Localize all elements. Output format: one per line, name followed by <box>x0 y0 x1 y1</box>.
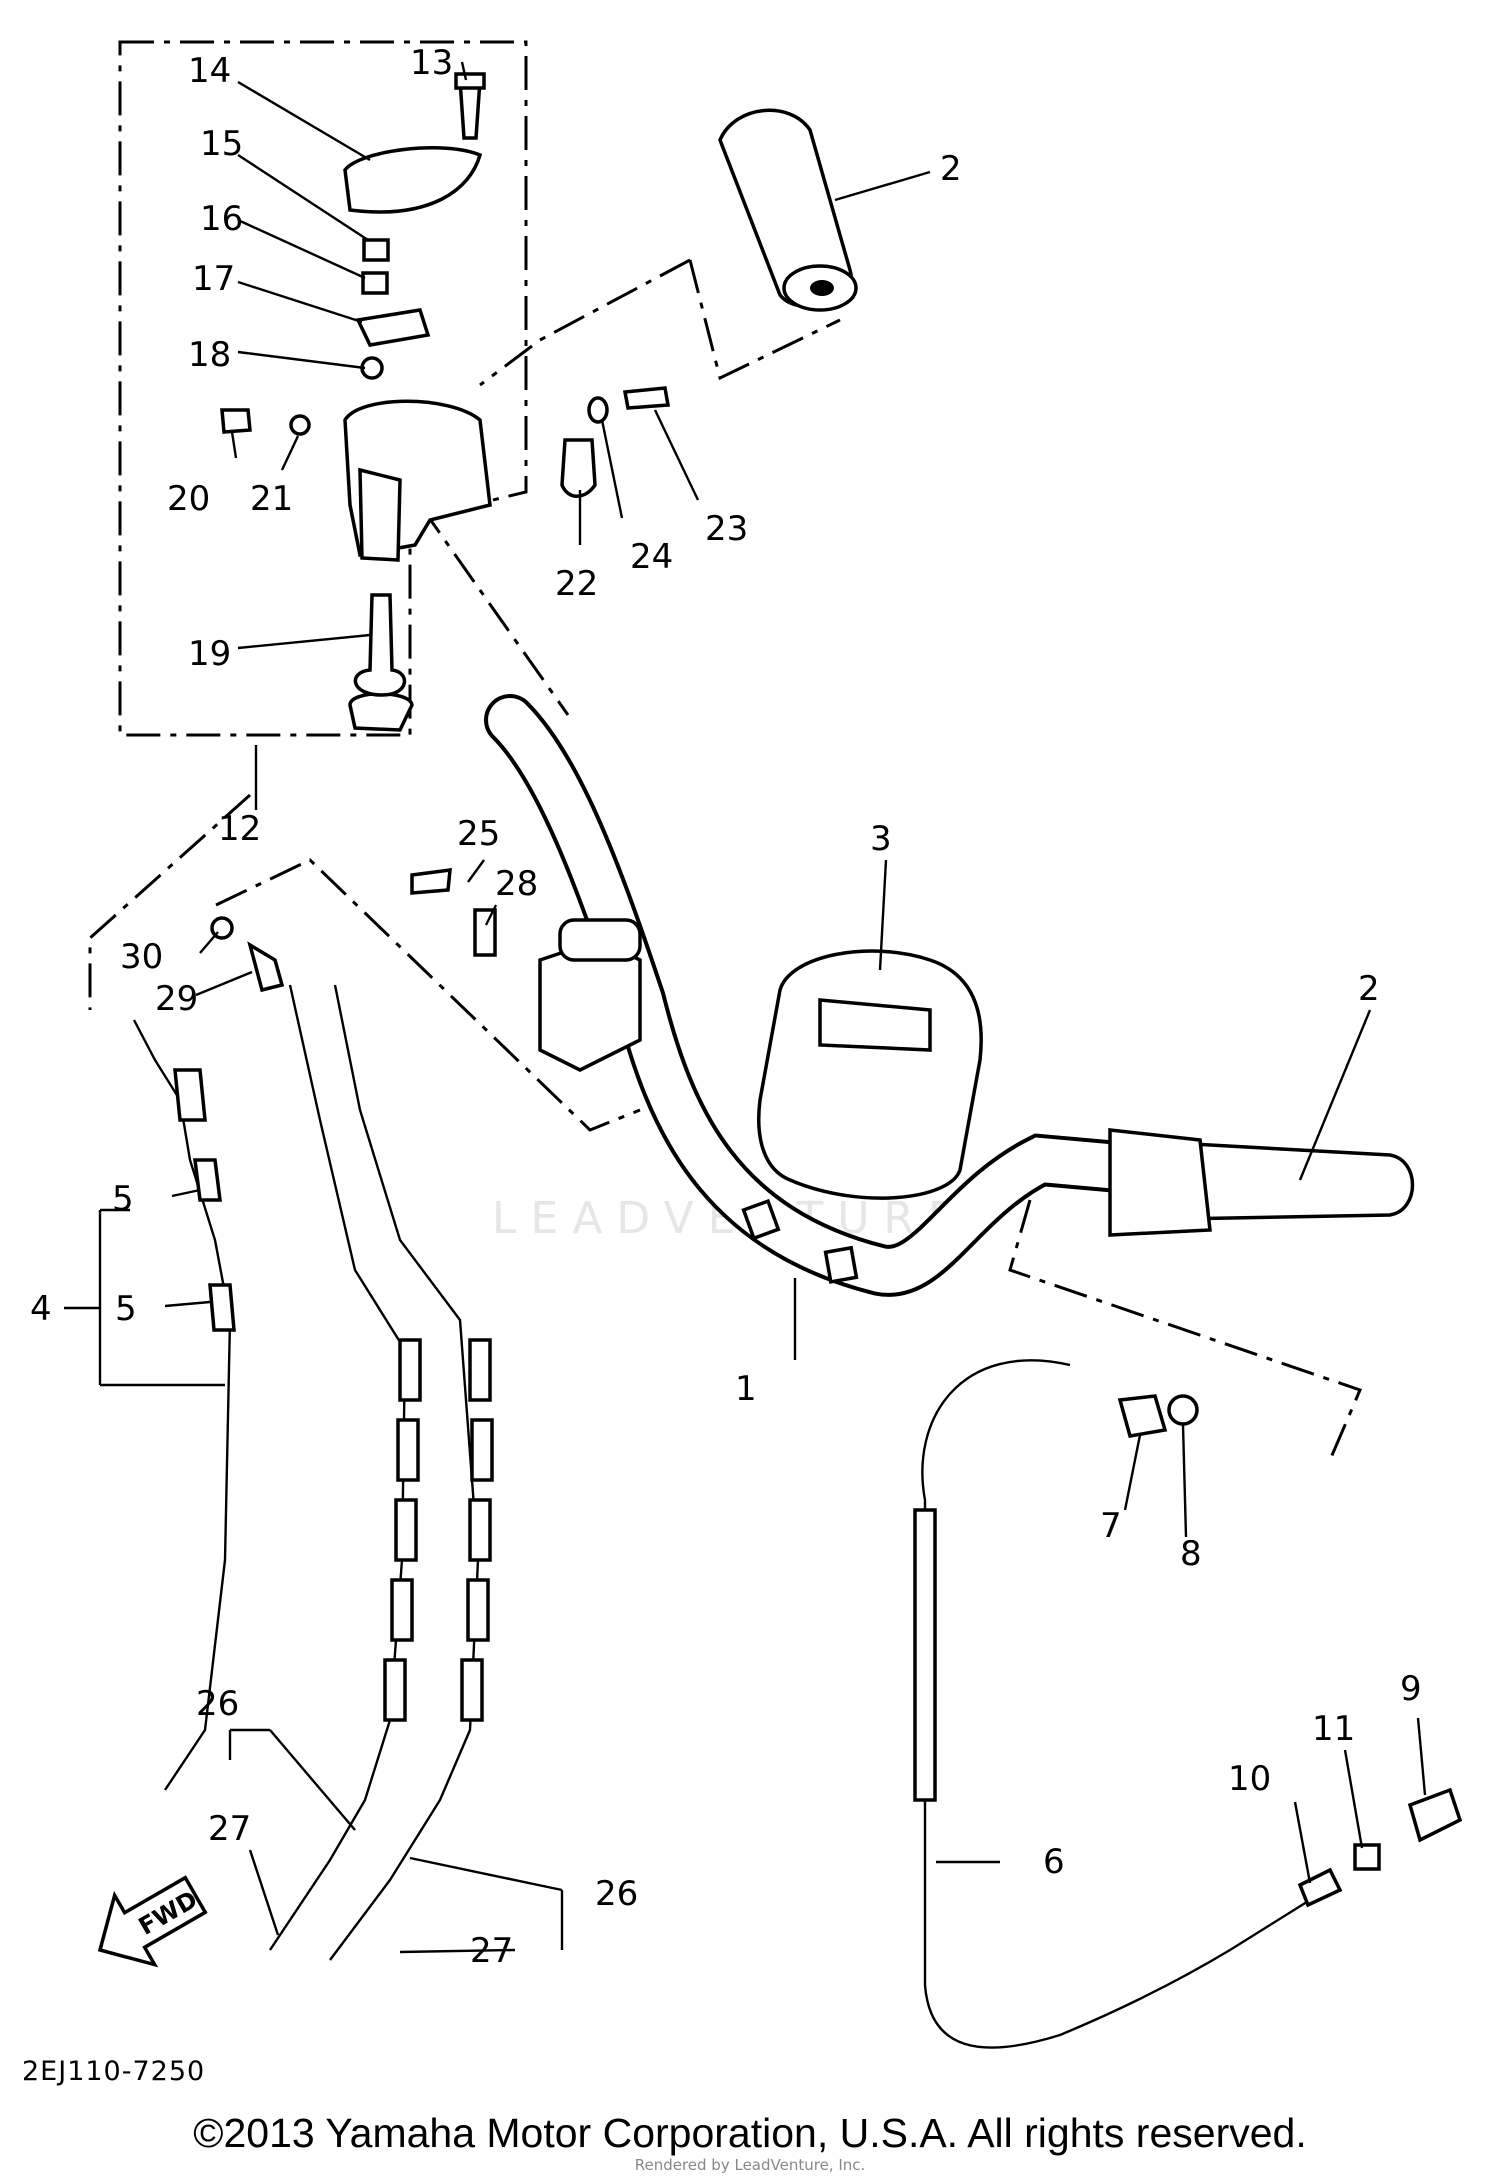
bracket-9[interactable] <box>1407 1787 1463 1843</box>
grip-top[interactable] <box>718 108 858 312</box>
callout-2-right: 2 <box>1358 969 1380 1009</box>
nut[interactable] <box>361 271 389 295</box>
callout-10: 10 <box>1228 1759 1271 1799</box>
callout-20: 20 <box>167 479 210 519</box>
callout-18: 18 <box>188 335 231 375</box>
callout-11: 11 <box>1312 1709 1355 1749</box>
leader-lines <box>64 61 1427 1954</box>
callout-21: 21 <box>250 479 293 519</box>
adjuster-29[interactable] <box>247 941 285 993</box>
clamp[interactable] <box>560 438 597 498</box>
cable-boot <box>173 1068 207 1122</box>
washer[interactable] <box>362 238 390 262</box>
callout-29: 29 <box>155 979 198 1019</box>
callout-17: 17 <box>192 259 235 299</box>
callout-14: 14 <box>188 51 231 91</box>
throttle-housing[interactable] <box>343 399 492 732</box>
leader-dash <box>1008 1199 1363 1461</box>
callout-13: 13 <box>410 43 453 83</box>
nut-11[interactable] <box>1353 1843 1381 1871</box>
cover-plate[interactable] <box>343 146 483 214</box>
callout-2-top: 2 <box>940 149 962 189</box>
callout-30: 30 <box>120 937 163 977</box>
callout-28: 28 <box>495 864 538 904</box>
cable-adjuster <box>193 1158 222 1202</box>
throttle-assembly-group-box <box>118 40 528 737</box>
copyright-notice: ©2013 Yamaha Motor Corporation, U.S.A. A… <box>193 2110 1307 2156</box>
kill-switch-body[interactable] <box>538 918 642 1072</box>
callout-15: 15 <box>200 124 243 164</box>
callout-labels: 14 13 15 16 17 18 20 21 19 12 22 24 23 2… <box>30 43 1422 1971</box>
pin-25[interactable] <box>410 867 452 895</box>
clutch-cable[interactable] <box>132 1019 232 1791</box>
callout-3: 3 <box>870 819 892 859</box>
locknut-8[interactable] <box>1167 1394 1199 1426</box>
bolt[interactable] <box>220 408 252 434</box>
lever[interactable] <box>355 308 431 347</box>
callout-24: 24 <box>630 537 673 577</box>
fwd-arrow: FWD <box>97 1875 208 1968</box>
cable-adjuster-7[interactable] <box>1117 1394 1168 1438</box>
handlebar-band <box>741 1198 781 1241</box>
callout-1: 1 <box>735 1369 757 1409</box>
callout-27-left: 27 <box>208 1809 251 1849</box>
callout-16: 16 <box>200 199 243 239</box>
grip-right[interactable] <box>1108 1128 1415 1237</box>
adjuster-10[interactable] <box>1297 1867 1343 1908</box>
callout-12: 12 <box>218 809 261 849</box>
switch-housing[interactable] <box>757 949 983 1200</box>
callout-5-upper: 5 <box>112 1179 134 1219</box>
callout-23: 23 <box>705 509 748 549</box>
callout-19: 19 <box>188 634 231 674</box>
callout-7: 7 <box>1100 1506 1122 1546</box>
callout-22: 22 <box>555 564 598 604</box>
callout-6: 6 <box>1043 1842 1065 1882</box>
cable-sleeve <box>208 1283 236 1332</box>
callout-9: 9 <box>1400 1669 1422 1709</box>
callout-26-left: 26 <box>196 1684 239 1724</box>
callout-26-right: 26 <box>595 1874 638 1914</box>
washer-small[interactable] <box>289 414 311 436</box>
callout-5-lower: 5 <box>115 1289 137 1329</box>
leader-dash <box>688 259 841 381</box>
cable-26-left[interactable] <box>269 984 407 1951</box>
switch-28[interactable] <box>473 908 497 957</box>
leader-dash <box>418 504 570 716</box>
handlebar-band <box>823 1245 859 1284</box>
callout-4: 4 <box>30 1289 52 1329</box>
drawing-code: 2EJ110-7250 <box>22 2056 206 2087</box>
leader-dash <box>479 258 691 387</box>
callout-27-right: 27 <box>470 1931 513 1971</box>
callout-25: 25 <box>457 814 500 854</box>
spring-washer[interactable] <box>587 396 609 424</box>
leader-dash <box>88 793 251 1010</box>
callout-8: 8 <box>1180 1534 1202 1574</box>
rendered-by-note: Rendered by LeadVenture, Inc. <box>634 2156 866 2174</box>
plunger[interactable] <box>353 593 407 697</box>
throttle-cable[interactable] <box>921 1359 1311 2049</box>
screw-23[interactable] <box>622 386 671 410</box>
